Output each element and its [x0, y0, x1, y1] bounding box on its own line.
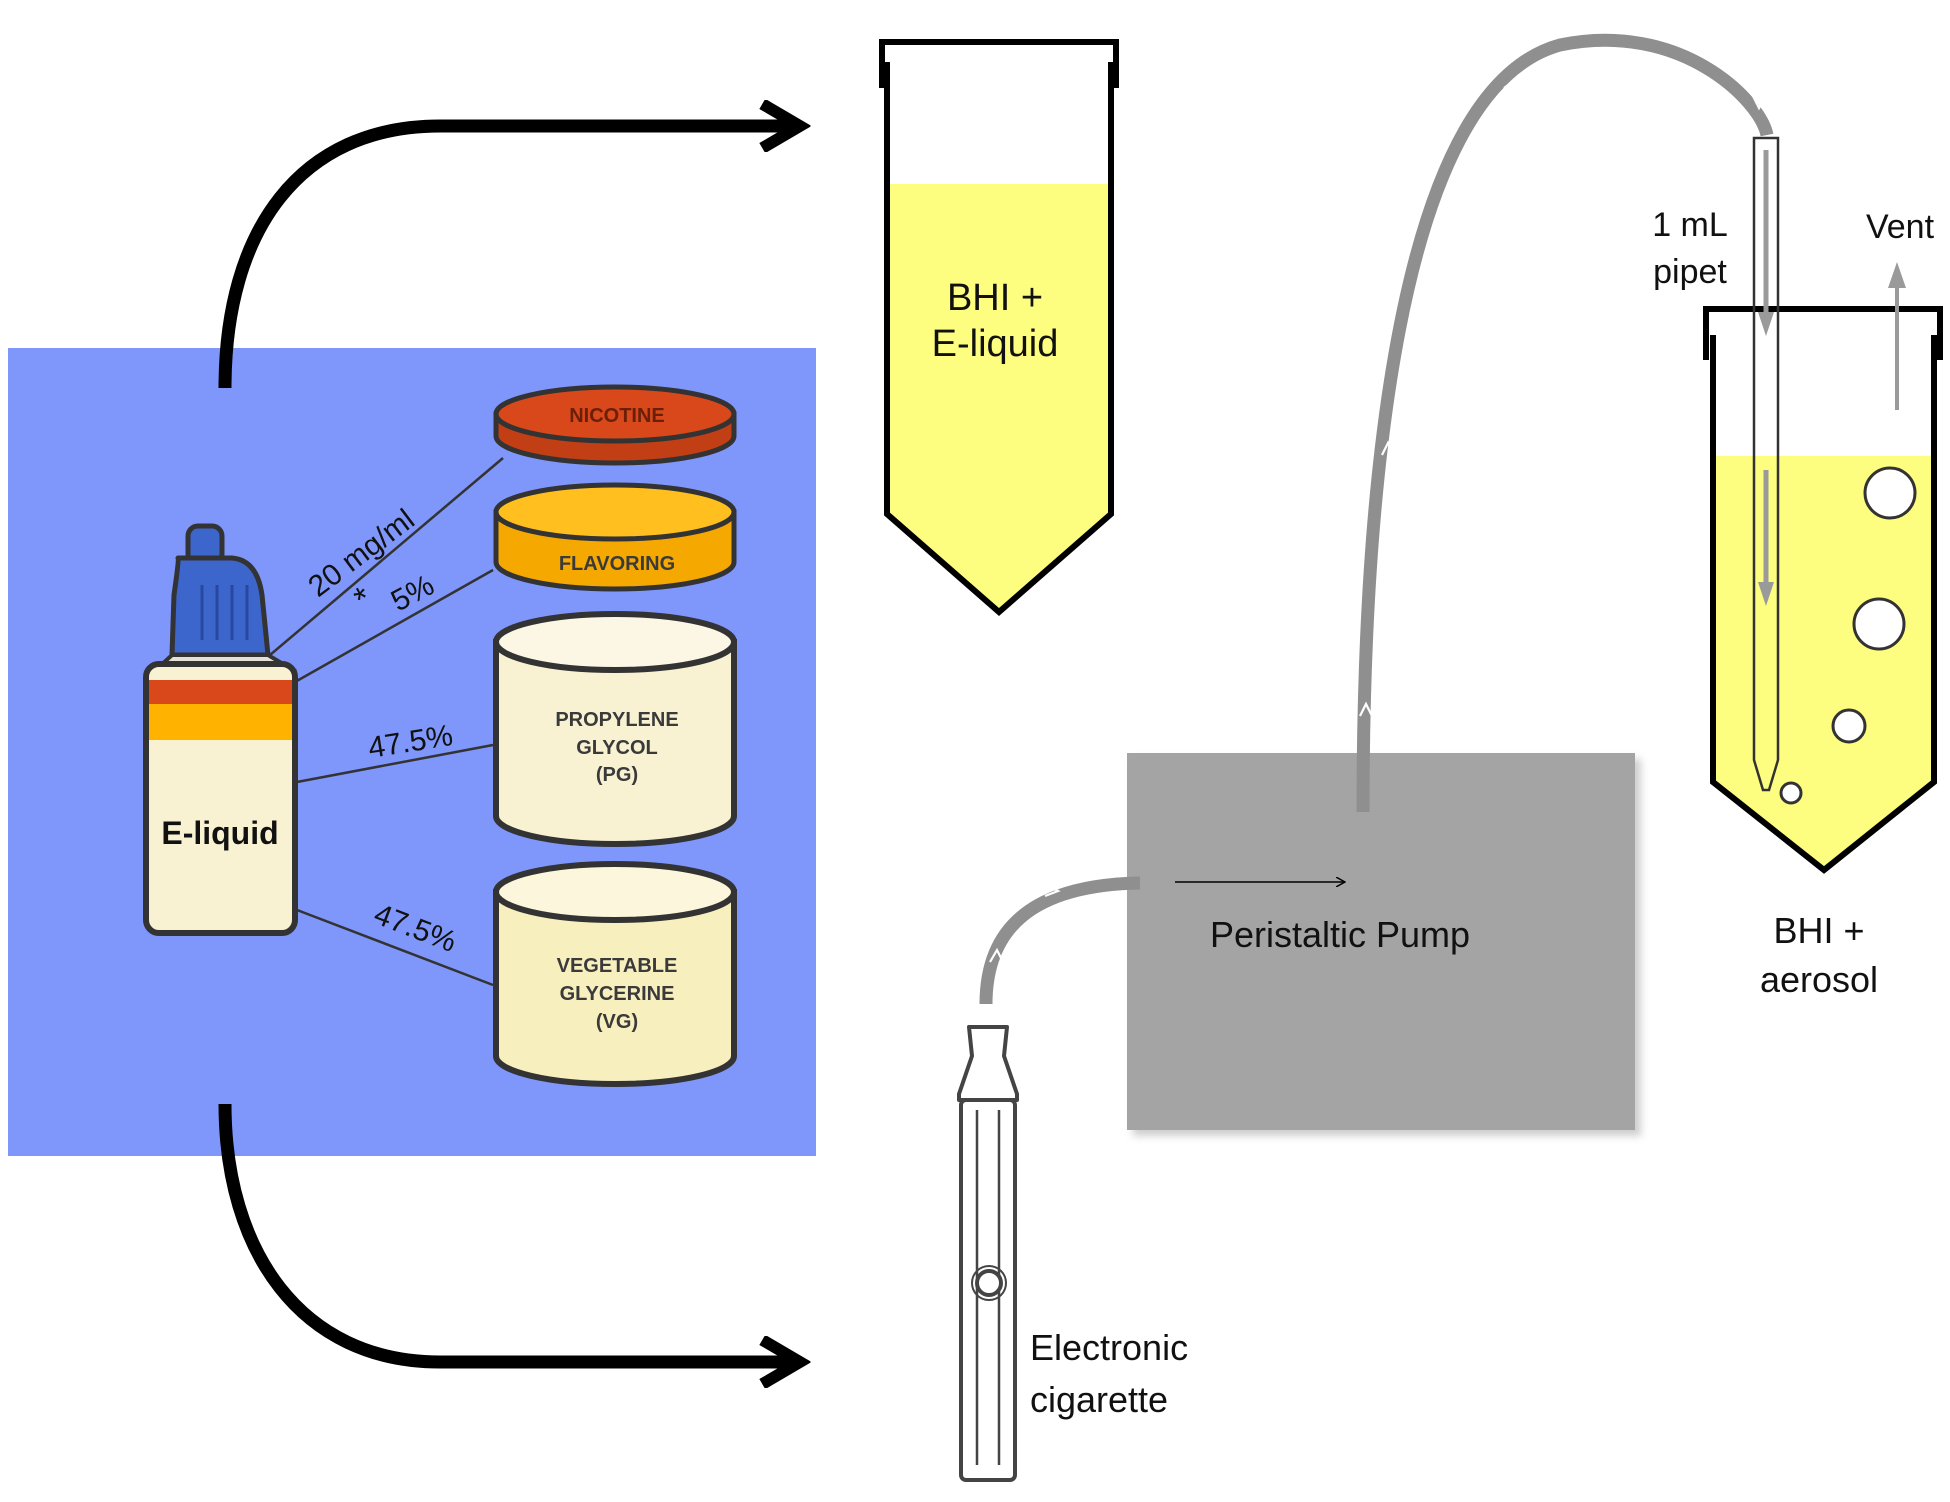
tubing-pump-to-pipet: [1356, 33, 1774, 813]
pipet-label-line1: 1 mL: [1652, 206, 1728, 244]
tubing-ecig-to-pump: [979, 876, 1141, 1005]
nicotine-label: NICOTINE: [569, 405, 665, 427]
tube-aerosol-label-line2: aerosol: [1760, 959, 1878, 1000]
vg-label-line1: VEGETABLE: [557, 955, 678, 977]
eliquid-bottle: E-liquid: [143, 523, 298, 936]
arrow-to-eliquid-tube: [218, 126, 800, 389]
peristaltic-pump: Peristaltic Pump: [1127, 753, 1635, 1130]
pg-label-line1: PROPYLENE: [555, 709, 678, 731]
ingredient-flavoring: FLAVORING: [493, 482, 737, 592]
tube-eliquid-outline: [884, 62, 1114, 616]
tube-aerosol-label-line1: BHI +: [1773, 910, 1864, 951]
vent-arrow: [1888, 262, 1906, 410]
connector-pg: [296, 743, 494, 784]
tube-eliquid-liquid: [887, 184, 1111, 612]
vg-label-line3: (VG): [596, 1011, 638, 1033]
ingredient-pg: PROPYLENE GLYCOL (PG): [493, 611, 737, 847]
tube-eliquid-cap: [879, 39, 1119, 88]
tube-aerosol-cap: [1703, 306, 1943, 360]
eliquid-composition-panel: E-liquid 20 mg/ml * 5% 47.5% 47.5% NICOT…: [8, 348, 816, 1156]
ecig-label-line1: Electronic: [1030, 1327, 1188, 1368]
tube-eliquid-label-line2: E-liquid: [932, 323, 1059, 365]
connector-vg: [296, 908, 494, 987]
bottle-cap: [169, 555, 271, 658]
arrow-to-ecigarette: [218, 1103, 800, 1362]
bottle-band-orange: [149, 704, 292, 740]
pg-label-line3: (PG): [596, 764, 638, 786]
vg-label-line2: GLYCERINE: [560, 983, 675, 1005]
tube-eliquid-label-line1: BHI +: [947, 277, 1043, 319]
ingredient-vg: VEGETABLE GLYCERINE (VG): [493, 861, 737, 1087]
pipet: [1752, 136, 1780, 792]
electronic-cigarette: Electronic cigarette: [957, 1025, 1188, 1482]
ecig-button: [975, 1269, 1003, 1297]
flavoring-label: FLAVORING: [559, 553, 675, 575]
tubing-flow-arrows: [989, 77, 1766, 963]
tube-bhi-aerosol: 1 mL pipet Vent BHI + aerosol: [1652, 136, 1943, 1000]
vent-label: Vent: [1866, 208, 1935, 246]
ecig-label-line2: cigarette: [1030, 1379, 1168, 1420]
pump-body: [1127, 753, 1635, 1130]
connector-nicotine: [269, 457, 504, 656]
aerosol-bubbles: [1779, 466, 1917, 805]
pump-label: Peristaltic Pump: [1210, 914, 1470, 955]
tube-bhi-eliquid: BHI + E-liquid: [879, 39, 1119, 616]
ingredient-nicotine: NICOTINE: [493, 384, 737, 466]
pg-label-line2: GLYCOL: [576, 737, 658, 759]
bottle-band-red: [149, 680, 292, 704]
ecig-mouthpiece: [957, 1025, 1019, 1102]
pipet-label-line2: pipet: [1653, 253, 1727, 291]
bottle-label: E-liquid: [161, 815, 278, 851]
connector-flavoring: [294, 568, 494, 684]
tube-aerosol-outline: [1710, 335, 1937, 874]
